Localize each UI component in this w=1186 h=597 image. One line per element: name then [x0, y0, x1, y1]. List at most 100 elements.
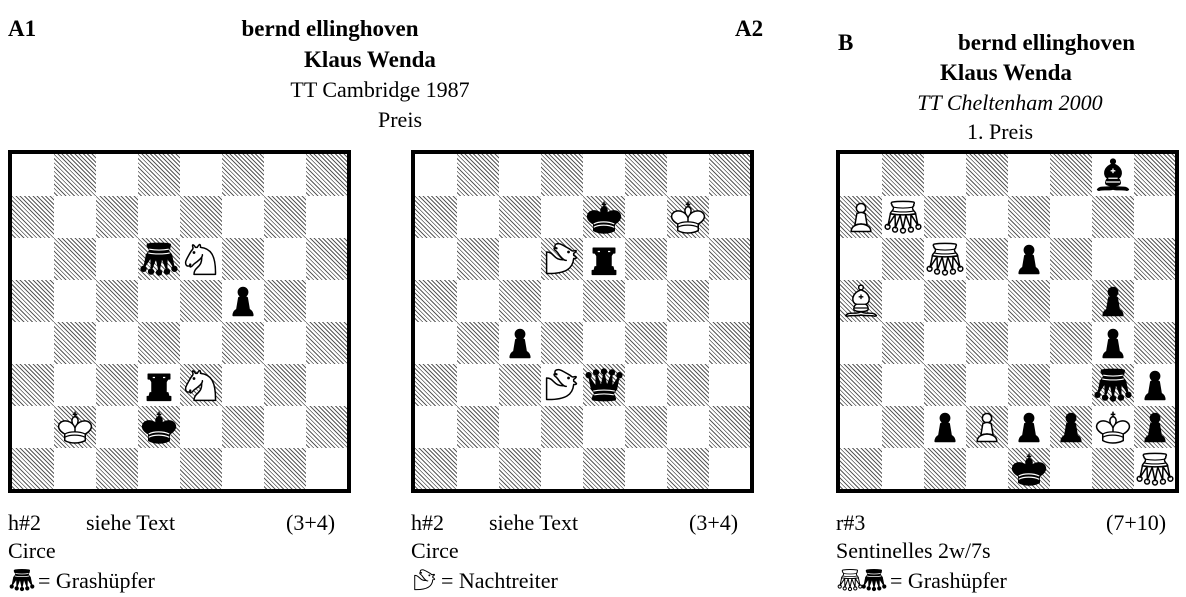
white-king-g7-icon	[667, 196, 709, 238]
b-award-label: 1. Preis	[967, 119, 1033, 144]
board-square	[222, 406, 264, 448]
board-square	[180, 448, 222, 489]
board-square	[667, 238, 709, 280]
diagram-label-b: B	[838, 30, 854, 55]
board-square	[415, 322, 457, 364]
white-knight-e6-icon	[180, 238, 222, 280]
board-square	[222, 154, 264, 196]
board-square	[306, 406, 347, 448]
board-square	[12, 280, 54, 322]
board-square	[924, 280, 966, 322]
board-square	[583, 448, 625, 489]
board-square	[709, 196, 750, 238]
a2-stipulation: h#2	[411, 510, 444, 535]
board-square	[415, 448, 457, 489]
board-square	[1050, 364, 1092, 406]
board-square	[882, 280, 924, 322]
board-square	[54, 322, 96, 364]
board-square	[457, 364, 499, 406]
board-square	[583, 322, 625, 364]
board-square	[96, 238, 138, 280]
b-author-2: Klaus Wenda	[940, 60, 1072, 85]
board-square	[924, 154, 966, 196]
board-square	[12, 196, 54, 238]
board-square	[264, 238, 306, 280]
board-square	[840, 154, 882, 196]
board-square	[415, 238, 457, 280]
black-pawn-c2-icon	[924, 406, 966, 448]
board-square	[96, 154, 138, 196]
board-square	[138, 196, 180, 238]
board-square	[457, 154, 499, 196]
board-square	[1050, 322, 1092, 364]
board-square	[709, 406, 750, 448]
board-square	[96, 364, 138, 406]
board-square	[924, 448, 966, 489]
board-square	[306, 322, 347, 364]
diagram-label-a2: A2	[735, 16, 764, 41]
board-square	[840, 364, 882, 406]
board-square	[667, 322, 709, 364]
board-square	[667, 364, 709, 406]
board-square	[882, 406, 924, 448]
black-pawn-e6-icon	[1008, 238, 1050, 280]
board-square	[1008, 196, 1050, 238]
award-label: Preis	[378, 107, 422, 132]
board-square	[264, 154, 306, 196]
b-source-title: TT Cheltenham 2000	[917, 90, 1103, 115]
board-square	[180, 154, 222, 196]
board-square	[180, 406, 222, 448]
board-square	[1134, 280, 1175, 322]
board-square	[1008, 364, 1050, 406]
board-square	[583, 406, 625, 448]
board-square	[625, 364, 667, 406]
board-square	[457, 448, 499, 489]
board-square	[499, 448, 541, 489]
board-square	[1050, 196, 1092, 238]
black-bishop-g8-icon	[1092, 154, 1134, 196]
board-square	[1134, 238, 1175, 280]
board-square	[499, 238, 541, 280]
board-square	[457, 406, 499, 448]
board-square	[96, 280, 138, 322]
board-square	[625, 322, 667, 364]
black-king-e1-icon	[1008, 448, 1050, 489]
chessboard-a1	[8, 150, 351, 493]
board-square	[180, 196, 222, 238]
board-square	[415, 280, 457, 322]
board-square	[625, 406, 667, 448]
board-square	[54, 196, 96, 238]
board-square	[709, 322, 750, 364]
a1-note: siehe Text	[86, 510, 176, 535]
board-square	[415, 406, 457, 448]
board-square	[499, 406, 541, 448]
board-square	[882, 448, 924, 489]
board-square	[222, 448, 264, 489]
white-pawn-d2-icon	[966, 406, 1008, 448]
board-square	[1092, 448, 1134, 489]
board-square	[96, 448, 138, 489]
b-piece-count: (7+10)	[1106, 510, 1167, 535]
board-square	[415, 154, 457, 196]
white-bishop-a5-icon	[840, 280, 882, 322]
board-square	[96, 196, 138, 238]
board-square	[264, 406, 306, 448]
board-square	[12, 154, 54, 196]
board-square	[306, 196, 347, 238]
board-square	[541, 280, 583, 322]
board-square	[457, 322, 499, 364]
board-square	[54, 154, 96, 196]
board-square	[499, 280, 541, 322]
white-pawn-a7-icon	[840, 196, 882, 238]
board-square	[625, 448, 667, 489]
black-pawn-h2-icon	[1134, 406, 1175, 448]
board-square	[457, 196, 499, 238]
board-square	[966, 238, 1008, 280]
board-square	[840, 406, 882, 448]
board-square	[306, 154, 347, 196]
a1-piece-count: (3+4)	[286, 510, 336, 535]
board-square	[138, 280, 180, 322]
black-rook-e6-icon	[583, 238, 625, 280]
black-pawn-g5-icon	[1092, 280, 1134, 322]
board-square	[1050, 238, 1092, 280]
